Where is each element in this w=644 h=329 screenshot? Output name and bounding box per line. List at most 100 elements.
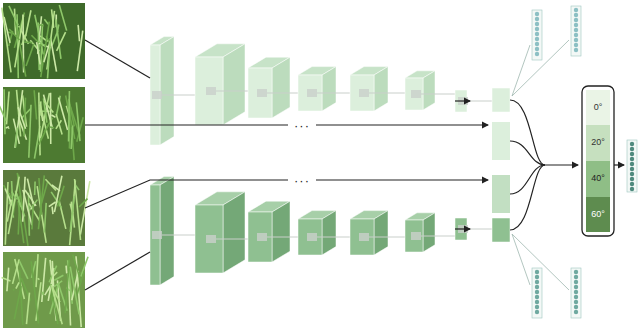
leaf — [36, 254, 38, 287]
leaf — [52, 185, 60, 191]
kernel-line — [369, 237, 407, 238]
leaf — [2, 278, 11, 281]
vector-cell — [574, 23, 578, 27]
vector-bar — [571, 268, 581, 318]
leaf — [32, 205, 33, 230]
ellipsis: ··· — [292, 119, 312, 132]
kernel — [307, 233, 317, 241]
feature-layer — [350, 67, 388, 111]
kernel — [257, 233, 267, 241]
leaf — [44, 19, 48, 24]
leaf — [40, 101, 42, 115]
leaf — [78, 25, 79, 41]
leaf — [44, 101, 53, 112]
photo-ground — [3, 87, 85, 163]
class-frame — [582, 86, 614, 236]
kernel-line — [267, 237, 300, 238]
vector-cell — [535, 52, 539, 56]
feature-layer — [492, 218, 510, 242]
vector-cell — [574, 305, 578, 309]
feature-layer — [195, 192, 245, 273]
leaf — [49, 202, 56, 207]
connector-line — [85, 180, 288, 208]
angle-label: 60° — [591, 210, 605, 220]
vector-cell — [574, 275, 578, 279]
class-cell: 20° — [586, 125, 610, 161]
feature-layer — [248, 201, 290, 262]
vector-cell — [630, 147, 634, 151]
vector-bar — [532, 268, 542, 318]
feature-layer — [298, 67, 336, 111]
connector-line — [545, 164, 578, 165]
leaf — [52, 287, 62, 324]
kernel — [206, 235, 216, 243]
class-cell: 60° — [586, 197, 610, 232]
photo-ground — [3, 3, 85, 79]
connector-line — [316, 124, 488, 125]
leaf — [77, 31, 82, 72]
kernel-line — [162, 235, 197, 236]
rice-photo — [3, 170, 90, 246]
photo-ground — [3, 170, 85, 246]
vector-cell — [574, 295, 578, 299]
leaf — [39, 25, 44, 26]
vector-bar — [571, 6, 581, 56]
leaf — [70, 180, 76, 245]
leaf — [27, 179, 33, 204]
leaf — [50, 126, 54, 128]
layer-side — [160, 177, 174, 285]
layer-side — [223, 44, 245, 125]
leaf — [20, 270, 23, 325]
layer-side — [223, 192, 245, 273]
vector-cell — [574, 48, 578, 52]
vector-cell — [630, 142, 634, 146]
leader-line — [512, 40, 569, 96]
vector-cell — [574, 18, 578, 22]
top-network — [150, 37, 510, 145]
leaf — [15, 16, 24, 68]
vector-cell — [574, 38, 578, 42]
kernel — [206, 87, 216, 95]
kernel-line — [267, 93, 300, 94]
feature-layer — [405, 213, 435, 252]
layer-side — [374, 67, 388, 111]
feature-layer — [405, 71, 435, 110]
connector-line — [455, 100, 470, 101]
leaf — [81, 257, 88, 277]
vector-cell — [535, 285, 539, 289]
vector-cell — [535, 47, 539, 51]
rice-photo — [2, 3, 85, 79]
vector-cell — [630, 187, 634, 191]
layer-side — [374, 211, 388, 255]
leaf — [79, 199, 87, 207]
layer-side — [423, 71, 435, 110]
leaf — [73, 255, 81, 282]
leaf — [34, 90, 36, 119]
leaf — [71, 126, 73, 150]
vector-cell — [535, 295, 539, 299]
vector-cell — [535, 305, 539, 309]
leaf — [34, 182, 36, 196]
leaf — [65, 259, 69, 313]
leaf — [51, 38, 57, 71]
kernel-line — [369, 93, 407, 94]
kernel-line — [162, 95, 197, 96]
layer-front — [405, 220, 423, 252]
feature-vector — [532, 268, 542, 318]
vector-cell — [574, 43, 578, 47]
feature-layer — [150, 37, 174, 145]
leaf — [12, 192, 17, 200]
layer-side — [272, 201, 290, 262]
feature-vector — [571, 268, 581, 318]
leader-line — [512, 45, 530, 96]
leaf — [15, 128, 17, 148]
leaf — [51, 115, 55, 117]
kernel-line — [421, 236, 457, 237]
leaf — [2, 8, 11, 73]
feature-layer — [150, 177, 174, 285]
connector-line — [510, 100, 545, 165]
photo-ground — [3, 252, 85, 328]
connector-line — [85, 252, 150, 290]
leaf — [0, 102, 6, 121]
